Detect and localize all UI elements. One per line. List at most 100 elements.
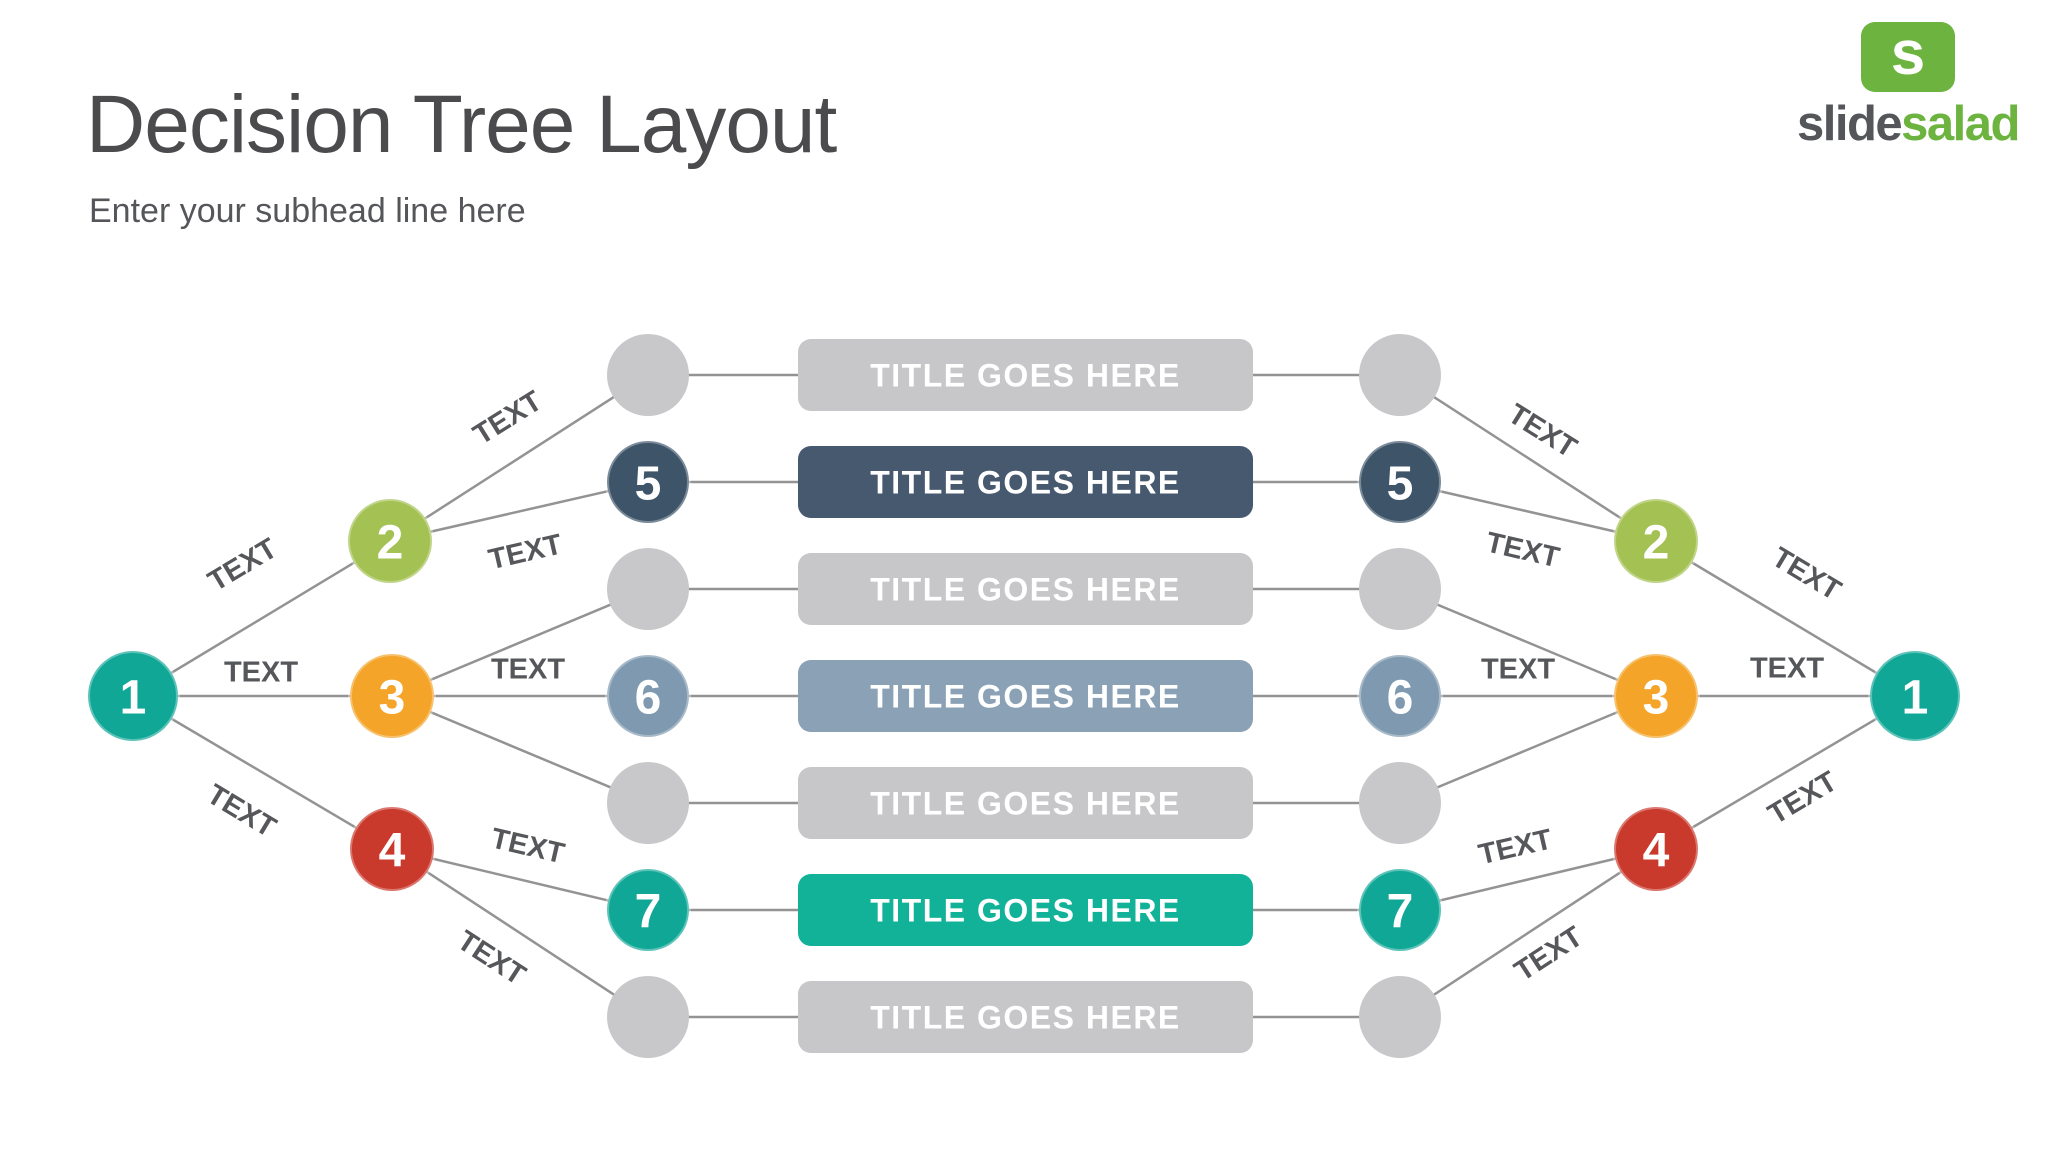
svg-text:TEXT: TEXT: [1476, 823, 1556, 871]
node-number: 6: [635, 671, 662, 724]
tree-node-Lg3: [607, 548, 689, 630]
node-number: 4: [379, 824, 406, 877]
branch-line: [132, 694, 393, 851]
tree-node-R3: [1612, 652, 1700, 740]
branch-line: [389, 480, 649, 543]
title-bar-label: TITLE GOES HERE: [870, 465, 1181, 501]
svg-text:TEXT: TEXT: [451, 925, 531, 992]
branch-label: TEXT: [203, 532, 283, 598]
branch-line: [389, 373, 649, 543]
node-number: 6: [1387, 671, 1414, 724]
tree-node-Rg1: [1359, 334, 1441, 416]
branch-line: [391, 587, 649, 698]
branch-line: [1655, 539, 1916, 698]
branch-line: [1399, 847, 1657, 912]
node-number: 7: [1387, 885, 1414, 938]
branch-label: TEXT: [491, 653, 565, 685]
node-number: 2: [377, 516, 404, 569]
slidesalad-logo: s slidesalad: [1786, 22, 2030, 149]
svg-text:TEXT: TEXT: [1763, 765, 1843, 831]
branch-label: TEXT: [224, 656, 298, 688]
branch-label: TEXT: [1763, 765, 1843, 831]
node-number: 5: [1387, 457, 1414, 510]
tree-node-L3: [348, 652, 436, 740]
tree-node-Rg3: [1359, 548, 1441, 630]
svg-text:TEXT: TEXT: [1483, 526, 1563, 574]
node-number: 4: [1643, 824, 1670, 877]
branch-label: TEXT: [468, 385, 548, 452]
slidesalad-wordmark: slidesalad: [1797, 97, 2020, 151]
title-bar-label: TITLE GOES HERE: [870, 679, 1181, 715]
title-bar-label: TITLE GOES HERE: [870, 358, 1181, 394]
branch-label: TEXT: [1509, 920, 1589, 987]
svg-text:TEXT: TEXT: [1509, 920, 1589, 987]
branch-line: [132, 539, 391, 698]
title-bar-label: TITLE GOES HERE: [870, 572, 1181, 608]
svg-text:TEXT: TEXT: [1481, 653, 1555, 685]
branch-label: TEXT: [1476, 823, 1556, 871]
tree-node-R5: [1357, 439, 1443, 525]
tree-node-R4: [1612, 805, 1700, 893]
branch-label: TEXT: [486, 528, 566, 576]
branch-line: [1399, 480, 1657, 543]
branch-label: TEXT: [1502, 398, 1582, 465]
branch-line: [1655, 694, 1916, 851]
branch-line: [1399, 847, 1657, 1019]
slidesalad-logo-icon: s: [1861, 22, 1955, 92]
branch-label: TEXT: [1750, 652, 1824, 684]
tree-node-L5: [605, 439, 691, 525]
node-number: 3: [1643, 671, 1670, 724]
title-bar-row2: [798, 446, 1253, 518]
wordmark-salad: salad: [1901, 97, 2020, 151]
svg-text:TEXT: TEXT: [488, 822, 568, 870]
tree-node-L2: [346, 497, 434, 585]
svg-text:TEXT: TEXT: [203, 532, 283, 598]
svg-text:TEXT: TEXT: [201, 778, 281, 844]
tree-node-L4: [348, 805, 436, 893]
branch-line: [1399, 373, 1657, 543]
branch-line: [391, 694, 649, 805]
branch-line: [391, 847, 649, 912]
title-bar-row1: [798, 339, 1253, 411]
svg-text:TEXT: TEXT: [491, 653, 565, 685]
tree-node-R2: [1612, 497, 1700, 585]
tree-node-Lg7: [607, 976, 689, 1058]
svg-text:TEXT: TEXT: [224, 656, 298, 688]
svg-text:TEXT: TEXT: [468, 385, 548, 452]
logo-letter: s: [1890, 19, 1926, 88]
svg-text:TEXT: TEXT: [1766, 541, 1846, 607]
title-bar-label: TITLE GOES HERE: [870, 893, 1181, 929]
tree-node-R7: [1357, 867, 1443, 953]
branch-label: TEXT: [1481, 653, 1555, 685]
page-subtitle: Enter your subhead line here: [89, 192, 526, 230]
tree-node-L7: [605, 867, 691, 953]
branch-label: TEXT: [451, 925, 531, 992]
title-bar-row5: [798, 767, 1253, 839]
tree-node-Rg5: [1359, 762, 1441, 844]
page-title: Decision Tree Layout: [86, 79, 837, 170]
title-bar-row4: [798, 660, 1253, 732]
svg-text:TEXT: TEXT: [1750, 652, 1824, 684]
title-bar-row6: [798, 874, 1253, 946]
wordmark-slide: slide: [1797, 97, 1903, 151]
branch-label: TEXT: [1766, 541, 1846, 607]
branch-label: TEXT: [1483, 526, 1563, 574]
title-bar-label: TITLE GOES HERE: [870, 786, 1181, 822]
svg-text:TEXT: TEXT: [486, 528, 566, 576]
node-number: 1: [120, 671, 147, 724]
node-number: 1: [1902, 671, 1929, 724]
tree-node-R1: [1868, 649, 1962, 743]
branch-line: [1399, 587, 1657, 698]
node-number: 3: [379, 671, 406, 724]
tree-node-L1: [86, 649, 180, 743]
node-number: 5: [635, 457, 662, 510]
title-bar-label: TITLE GOES HERE: [870, 1000, 1181, 1036]
node-number: 7: [635, 885, 662, 938]
title-bar-row3: [798, 553, 1253, 625]
tree-node-Rg7: [1359, 976, 1441, 1058]
tree-node-Lg1: [607, 334, 689, 416]
tree-node-L6: [605, 653, 691, 739]
node-number: 2: [1643, 516, 1670, 569]
